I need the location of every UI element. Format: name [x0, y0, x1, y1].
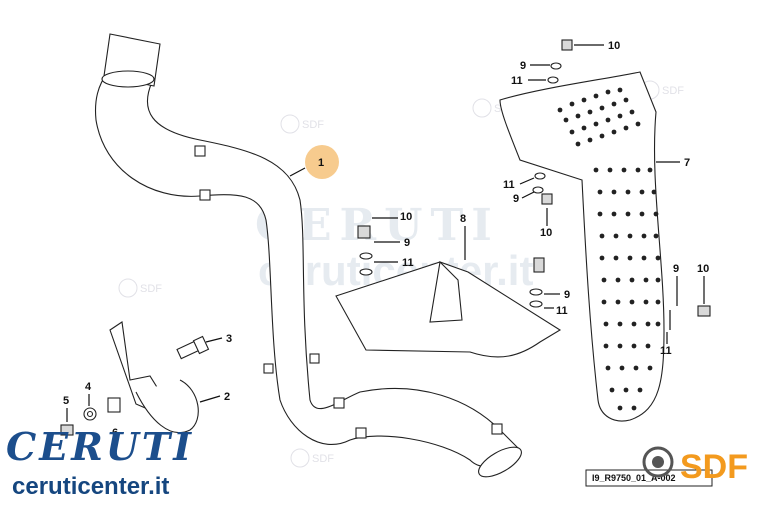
brand-url: ceruticenter.it — [12, 473, 169, 500]
callout-label-7: 7 — [684, 157, 690, 169]
callout-label-10d: 10 — [697, 263, 709, 275]
wm-badge-4: SDF — [312, 453, 334, 465]
callout-7[interactable]: 7 — [656, 157, 690, 169]
brand-title: CERUTI — [6, 424, 194, 469]
callout-label-9b: 9 — [513, 193, 519, 205]
sdf-text: SDF — [680, 448, 748, 486]
callout-label-9a: 9 — [520, 60, 526, 72]
callout-label-10c: 10 — [540, 227, 552, 239]
callout-label-10b: 10 — [400, 211, 412, 223]
callout-label-8: 8 — [460, 213, 466, 225]
callout-label-11d: 11 — [556, 305, 568, 317]
exhaust-pipe-part[interactable] — [94, 33, 526, 483]
callout-10a[interactable]: 10 — [574, 40, 620, 52]
wm-badge-3: SDF — [140, 283, 162, 295]
watermark: CERUTI ceruticenter.it SDF SDF SDF SDF S… — [118, 80, 684, 468]
callout-11b[interactable]: 11 — [503, 177, 535, 191]
drawing-code: I9_R9750_01_A-002 — [592, 473, 676, 483]
fastener-stack-top[interactable] — [547, 39, 573, 84]
wm-badge-6: SDF — [662, 85, 684, 97]
callout-4[interactable]: 4 — [85, 381, 92, 406]
callout-label-11c: 11 — [402, 257, 414, 269]
callout-11d[interactable]: 11 — [544, 305, 568, 317]
callout-label-10a: 10 — [608, 40, 620, 52]
callout-10d[interactable]: 10 — [697, 263, 709, 304]
callout-9e[interactable]: 9 — [673, 263, 679, 306]
fastener-small-upper[interactable] — [532, 172, 546, 194]
callout-11c[interactable]: 11 — [374, 257, 414, 269]
callout-label-9d: 9 — [564, 289, 570, 301]
callout-label-2: 2 — [224, 391, 230, 403]
fastener-stack-mid-right[interactable] — [529, 193, 553, 308]
clamp-part-2[interactable] — [109, 321, 199, 434]
callout-5[interactable]: 5 — [63, 395, 69, 422]
callout-label-5: 5 — [63, 395, 69, 407]
callout-label-9e: 9 — [673, 263, 679, 275]
wm-badge-2: SDF — [302, 119, 324, 131]
callout-9c[interactable]: 9 — [374, 237, 410, 249]
callout-11e[interactable]: 11 — [660, 332, 672, 357]
callout-1[interactable]: 1 — [289, 145, 339, 179]
callout-11a[interactable]: 11 — [511, 75, 546, 87]
callout-8[interactable]: 8 — [460, 213, 466, 260]
callout-label-11b: 11 — [503, 179, 515, 191]
drawing-code-box: I9_R9750_01_A-002 — [585, 469, 713, 487]
nut-part-5[interactable] — [60, 424, 74, 436]
callout-6[interactable]: 6 — [112, 427, 118, 439]
callout-3[interactable]: 3 — [205, 333, 232, 345]
callout-label-11e: 11 — [660, 345, 672, 357]
bolt-part-3[interactable] — [176, 335, 210, 360]
callout-label-3: 3 — [226, 333, 232, 345]
fastener-stack-mid-left[interactable] — [357, 225, 373, 276]
ceruti-logo: CERUTI ceruticenter.it — [6, 424, 194, 500]
callout-label-6: 6 — [112, 427, 118, 439]
spacer-part-6[interactable] — [107, 397, 121, 413]
callout-label-1: 1 — [318, 157, 324, 169]
heat-shield-part-7[interactable] — [499, 71, 665, 422]
bracket-part-8[interactable] — [335, 260, 562, 358]
callout-label-4: 4 — [85, 381, 92, 393]
callout-10b[interactable]: 10 — [372, 211, 412, 223]
perforation-pattern — [557, 87, 661, 411]
sdf-logo: SDF — [642, 446, 748, 486]
callout-9b[interactable]: 9 — [513, 191, 535, 205]
callout-label-11a: 11 — [511, 75, 523, 87]
callout-9d[interactable]: 9 — [544, 289, 570, 301]
callout-9a[interactable]: 9 — [520, 60, 550, 72]
washer-part-4[interactable] — [83, 407, 97, 421]
callout-label-9c: 9 — [404, 237, 410, 249]
fastener-stack-right[interactable] — [669, 305, 711, 330]
callout-10c[interactable]: 10 — [540, 208, 552, 239]
callout-2[interactable]: 2 — [199, 391, 230, 403]
